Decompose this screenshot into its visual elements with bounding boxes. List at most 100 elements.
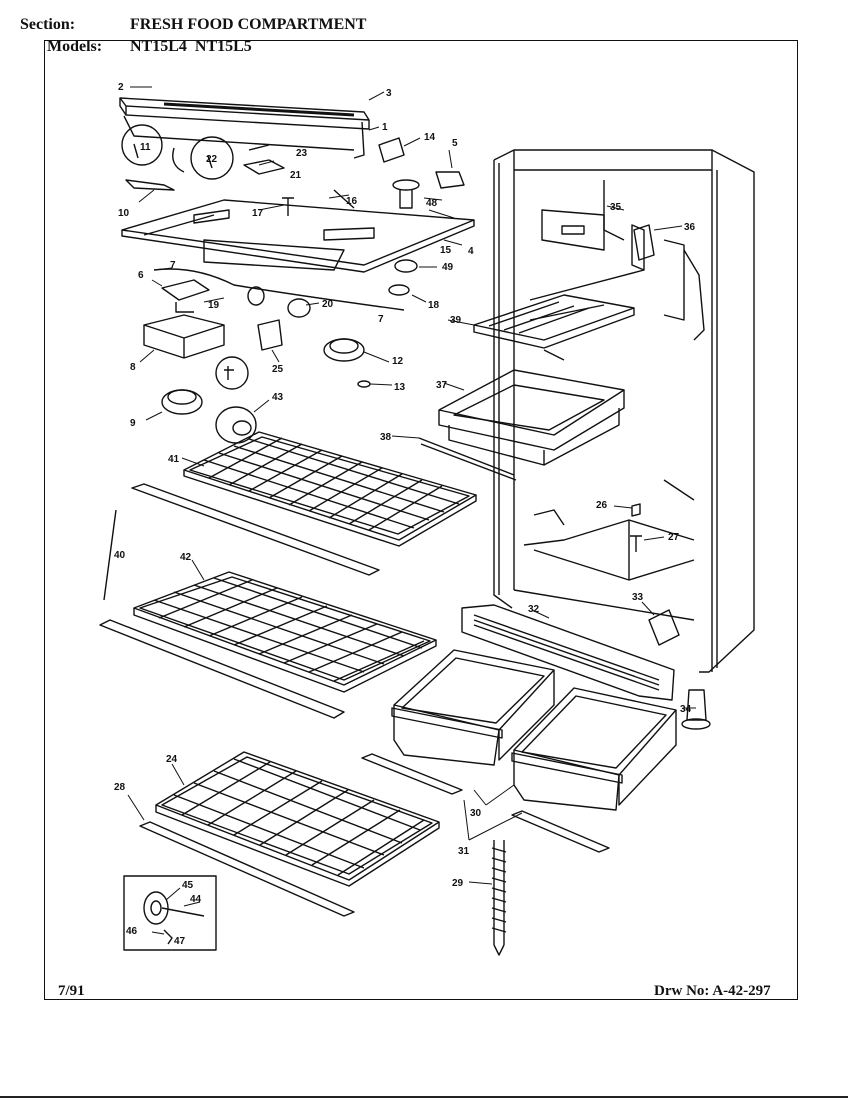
rail-32-right — [511, 810, 610, 853]
detail-circle-23 — [190, 136, 234, 180]
ring-19 — [388, 284, 410, 296]
callout: 13 — [394, 382, 406, 393]
socket-20 — [247, 286, 265, 306]
callout: 26 — [596, 500, 608, 511]
callout: 27 — [668, 532, 680, 543]
callout: 43 — [272, 392, 284, 403]
callout: 15 — [440, 245, 452, 256]
callout: 25 — [272, 364, 284, 375]
callout: 37 — [436, 380, 448, 391]
callout: 42 — [180, 552, 192, 563]
section-title: FRESH FOOD COMPARTMENT — [130, 16, 367, 33]
callout: 39 — [450, 315, 462, 326]
detail-circle-9 — [215, 356, 249, 390]
callout: 11 — [140, 142, 151, 153]
wire-shelf-42 — [183, 431, 477, 547]
washer-14 — [357, 380, 371, 388]
knob-13 — [323, 338, 365, 362]
part-11 — [125, 179, 175, 191]
cabinet-upper-shelf — [473, 294, 635, 361]
callout: 35 — [610, 202, 622, 213]
switch-15 — [378, 137, 405, 163]
callout: 3 — [386, 88, 392, 99]
callout: 17 — [252, 208, 264, 219]
shelf-rail-41-lower — [99, 619, 345, 719]
callout: 16 — [346, 196, 358, 207]
revision-date: 7/91 — [58, 983, 85, 999]
bracket-8 — [143, 314, 225, 359]
callout: 5 — [452, 138, 458, 149]
callout: 8 — [130, 362, 136, 373]
wire-shelf-36 — [155, 751, 440, 887]
callout: 29 — [452, 878, 464, 889]
models-list: NT15L4 NT15L5 — [130, 38, 252, 55]
grommet-48 — [392, 179, 420, 191]
callout: 32 — [528, 604, 540, 615]
callout: 30 — [470, 808, 482, 819]
detail-circle-12 — [121, 124, 163, 166]
callout: 18 — [428, 300, 440, 311]
callout: 41 — [168, 454, 180, 465]
callout: 48 — [426, 198, 438, 209]
grommet-49 — [394, 259, 418, 273]
callout: 38 — [380, 432, 392, 443]
relay-25 — [257, 319, 283, 351]
callout: 47 — [174, 936, 186, 947]
crisper-cover-33 — [461, 604, 675, 701]
fan-blade-5 — [435, 171, 465, 189]
callout: 9 — [130, 418, 136, 429]
knob-10 — [161, 389, 203, 415]
spring-30 — [491, 840, 507, 956]
meat-pan-rail — [418, 437, 515, 476]
callout: 1 — [382, 122, 388, 133]
wire-harness-7 — [153, 268, 405, 311]
thermostat-housing — [541, 209, 605, 251]
callout: 12 — [392, 356, 404, 367]
roller-detail-inset — [123, 875, 217, 951]
callout: 21 — [290, 170, 302, 181]
callout: 22 — [206, 154, 218, 165]
section-label: Section: — [20, 16, 76, 33]
wire-shelf-43 — [133, 571, 437, 693]
part-22 — [243, 159, 285, 175]
crisper-drawer-right — [511, 687, 677, 811]
callout: 6 — [138, 270, 144, 281]
screw-18 — [282, 197, 294, 216]
shelf-rail-41-upper — [131, 483, 380, 576]
callout: 23 — [296, 148, 308, 159]
clip-27 — [631, 503, 641, 517]
crisper-drawer-left — [391, 649, 555, 766]
models-label: Models: — [47, 38, 103, 55]
callout: 28 — [114, 782, 126, 793]
callout: 34 — [680, 704, 692, 715]
drawing-number: Drw No: A-42-297 — [654, 983, 771, 999]
callout: 20 — [322, 299, 334, 310]
cabinet-shell — [493, 149, 755, 673]
callout: 44 — [190, 894, 202, 905]
diagram-frame — [44, 40, 798, 1000]
thermostat-6 — [161, 279, 210, 301]
callout: 19 — [208, 300, 220, 311]
callout: 33 — [632, 592, 644, 603]
callout: 10 — [118, 208, 130, 219]
callout: 14 — [424, 132, 436, 143]
callout: 46 — [126, 926, 138, 937]
part-17 — [333, 189, 355, 209]
callout: 36 — [684, 222, 696, 233]
top-cover-bar — [119, 97, 370, 159]
bracket-37 — [633, 224, 655, 261]
callout: 2 — [118, 82, 124, 93]
screw-28 — [630, 535, 642, 552]
rail-32-left — [361, 753, 463, 795]
callout: 7 — [378, 314, 384, 325]
callout: 7 — [170, 260, 176, 271]
bulb-21 — [287, 298, 311, 318]
control-housing — [121, 199, 475, 273]
callout: 24 — [166, 754, 178, 765]
callout: 31 — [458, 846, 470, 857]
exploded-parts-diagram: 2 3 1 14 5 11 22 23 21 16 48 10 17 15 4 … — [99, 82, 755, 956]
shelf-rail-29 — [139, 821, 355, 917]
callout: 40 — [114, 550, 126, 561]
callout: 49 — [442, 262, 454, 273]
callout: 4 — [468, 246, 474, 257]
